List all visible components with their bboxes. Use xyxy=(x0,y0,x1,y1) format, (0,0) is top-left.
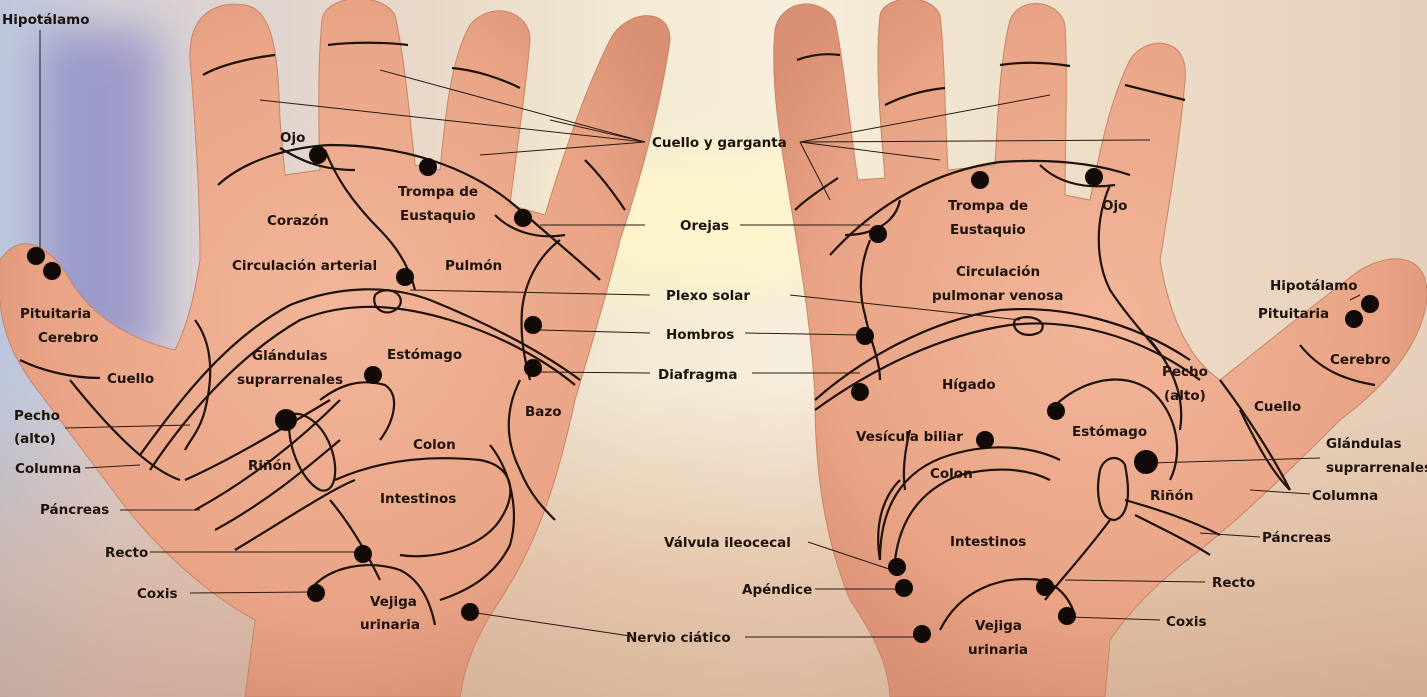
label-ojo-left: Ojo xyxy=(280,130,305,146)
label-cerebro-left: Cerebro xyxy=(38,330,98,346)
label-nervio-ciatico: Nervio ciático xyxy=(626,630,731,646)
label-ojo-right: Ojo xyxy=(1102,198,1127,214)
label-higado: Hígado xyxy=(942,377,996,393)
label-apendice: Apéndice xyxy=(742,582,812,598)
label-pancreas-left: Páncreas xyxy=(40,502,109,518)
label-vejiga-right-1: Vejiga xyxy=(975,618,1022,634)
left-hand xyxy=(0,0,670,697)
label-rinon-right: Riñón xyxy=(1150,488,1194,504)
label-diafragma: Diafragma xyxy=(658,367,737,383)
label-columna-left: Columna xyxy=(15,461,81,477)
label-cuello-left: Cuello xyxy=(107,371,154,387)
label-intestinos-left: Intestinos xyxy=(380,491,456,507)
label-rinon-left: Riñón xyxy=(248,458,292,474)
right-hand xyxy=(774,0,1427,697)
label-plexo-solar: Plexo solar xyxy=(666,288,750,304)
label-pecho-left-2: (alto) xyxy=(14,431,56,447)
label-trompa-left-2: Eustaquio xyxy=(400,208,476,224)
label-colon-right: Colon xyxy=(930,466,973,482)
label-valvula-ileocecal: Válvula ileocecal xyxy=(664,535,791,551)
label-circulacion-arterial: Circulación arterial xyxy=(232,258,377,274)
label-cuello-garganta: Cuello y garganta xyxy=(652,135,787,151)
label-recto-right: Recto xyxy=(1212,575,1255,591)
center-labels: Cuello y garganta Orejas Plexo solar Hom… xyxy=(626,135,812,646)
label-pecho-left-1: Pecho xyxy=(14,408,60,424)
label-hombros: Hombros xyxy=(666,327,734,343)
label-recto-left: Recto xyxy=(105,545,148,561)
label-hipotalamo-left: Hipotálamo xyxy=(2,12,90,28)
label-glandulas-left-1: Glándulas xyxy=(252,348,327,364)
label-hipotalamo-right: Hipotálamo xyxy=(1270,278,1358,294)
label-coxis-right: Coxis xyxy=(1166,614,1207,630)
label-colon-left: Colon xyxy=(413,437,456,453)
label-glandulas-right-1: Glándulas xyxy=(1326,436,1401,452)
label-pecho-right-1: Pecho xyxy=(1162,364,1208,380)
label-circulacion-right-2: pulmonar venosa xyxy=(932,288,1063,304)
label-estomago-left: Estómago xyxy=(387,347,462,363)
label-orejas: Orejas xyxy=(680,218,729,234)
label-estomago-right: Estómago xyxy=(1072,424,1147,440)
label-pancreas-right: Páncreas xyxy=(1262,530,1331,546)
label-vesicula-biliar: Vesícula biliar xyxy=(856,429,963,445)
label-trompa-left-1: Trompa de xyxy=(398,184,478,200)
label-trompa-right-2: Eustaquio xyxy=(950,222,1026,238)
label-intestinos-right: Intestinos xyxy=(950,534,1026,550)
label-cuello-right: Cuello xyxy=(1254,399,1301,415)
label-bazo: Bazo xyxy=(525,404,562,420)
label-vejiga-right-2: urinaria xyxy=(968,642,1028,658)
label-pulmon: Pulmón xyxy=(445,258,502,274)
label-pecho-right-2: (alto) xyxy=(1164,388,1206,404)
label-coxis-left: Coxis xyxy=(137,586,178,602)
label-glandulas-left-2: suprarrenales xyxy=(237,372,343,388)
label-corazon: Corazón xyxy=(267,213,329,229)
label-trompa-right-1: Trompa de xyxy=(948,198,1028,214)
label-pituitaria-left: Pituitaria xyxy=(20,306,91,322)
label-pituitaria-right: Pituitaria xyxy=(1258,306,1329,322)
label-vejiga-left-2: urinaria xyxy=(360,617,420,633)
label-glandulas-right-2: suprarrenales xyxy=(1326,460,1427,476)
label-cerebro-right: Cerebro xyxy=(1330,352,1390,368)
label-vejiga-left-1: Vejiga xyxy=(370,594,417,610)
label-circulacion-right-1: Circulación xyxy=(956,264,1040,280)
label-columna-right: Columna xyxy=(1312,488,1378,504)
